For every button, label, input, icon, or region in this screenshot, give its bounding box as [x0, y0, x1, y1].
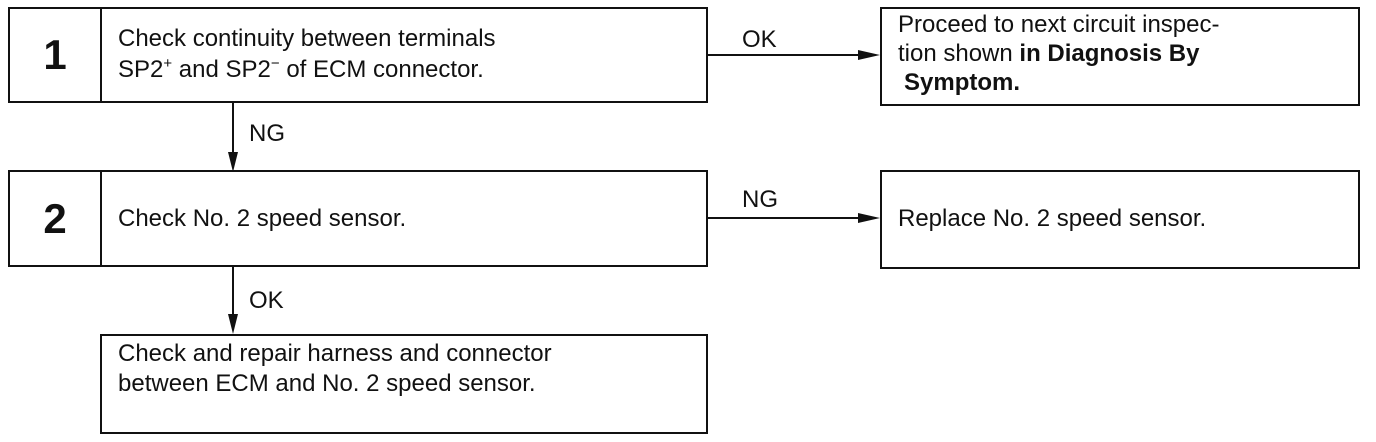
step-1-line-2: SP2+ and SP2− of ECM connector.	[118, 54, 496, 85]
label-step2-ng: NG	[742, 186, 778, 213]
arrowhead-step2-ng	[858, 213, 880, 223]
proceed-text: Proceed to next circuit inspec- tion sho…	[898, 10, 1219, 97]
ecm-connector-text: of ECM connector.	[279, 56, 484, 83]
step-2-box	[100, 170, 708, 267]
terminal-sp2-plus: SP2	[118, 56, 164, 83]
proceed-line-3: Symptom.	[904, 69, 1021, 96]
repair-line-1: Check and repair harness and connector	[118, 340, 552, 367]
arrowhead-step2-ok	[228, 314, 238, 334]
diagnosis-reference: in Diagnosis By	[1019, 40, 1200, 67]
repair-line-2: between ECM and No. 2 speed sensor.	[118, 370, 536, 397]
plus-sign: +	[163, 55, 173, 72]
step-2-number: 2	[8, 170, 102, 267]
arrowhead-step1-ok	[858, 50, 880, 60]
proceed-line-2: tion shown in Diagnosis By	[898, 39, 1219, 68]
step-2-text: Check No. 2 speed sensor.	[118, 205, 407, 232]
repair-box	[100, 334, 708, 434]
proceed-box	[880, 7, 1360, 106]
step-1-number-text: 1	[43, 31, 67, 78]
step-1-line-1: Check continuity between terminals	[118, 25, 496, 52]
terminal-sp2-minus: and SP2	[172, 56, 271, 83]
proceed-line-1: Proceed to next circuit inspec-	[898, 11, 1220, 38]
arrowhead-step1-ng	[228, 152, 238, 172]
minus-sign: −	[270, 55, 280, 72]
step-2-number-text: 2	[43, 194, 67, 242]
label-step1-ok: OK	[742, 26, 777, 53]
step-1-box	[100, 7, 708, 103]
step-1-number: 1	[8, 7, 102, 103]
replace-text: Replace No. 2 speed sensor.	[898, 205, 1207, 232]
proceed-line-2-a: tion shown	[898, 40, 1020, 67]
repair-text: Check and repair harness and connector b…	[118, 339, 552, 399]
label-step1-ng: NG	[249, 120, 285, 147]
step-1-text: Check continuity between terminals SP2+ …	[118, 23, 496, 85]
replace-box	[880, 170, 1360, 269]
label-step2-ok: OK	[249, 287, 284, 314]
